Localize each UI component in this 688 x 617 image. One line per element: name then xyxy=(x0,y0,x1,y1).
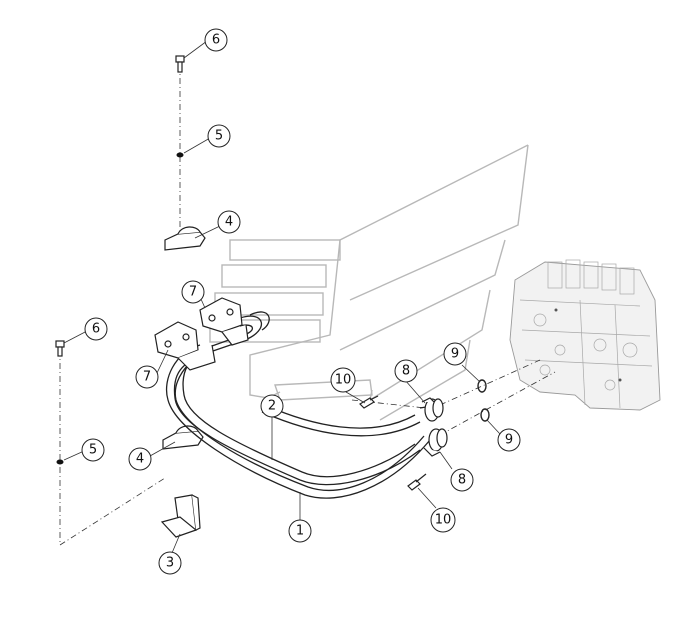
screw-lower xyxy=(407,473,427,491)
flange-lower xyxy=(154,321,216,371)
callout-label: 7 xyxy=(143,370,151,385)
bracket xyxy=(160,494,201,538)
callout-label: 6 xyxy=(92,322,100,337)
callout-label: 6 xyxy=(212,33,220,48)
hose-fitting-lower xyxy=(423,428,448,457)
callout-label: 10 xyxy=(435,513,452,528)
callout-9-upper: 9 xyxy=(443,342,467,366)
callout-8-upper: 8 xyxy=(394,359,418,383)
control-valve-block xyxy=(509,259,661,411)
o-ring-upper xyxy=(477,379,487,393)
flange-upper xyxy=(199,297,249,346)
o-ring-lower xyxy=(480,408,490,422)
callout-label: 4 xyxy=(225,215,233,230)
callout-5-top: 5 xyxy=(207,124,231,148)
callout-label: 9 xyxy=(451,347,459,362)
washer-left xyxy=(56,459,64,465)
callout-label: 5 xyxy=(215,129,223,144)
bolt-top xyxy=(175,55,185,73)
washer-top xyxy=(176,152,184,158)
leader-lines xyxy=(63,40,501,554)
callout-label: 7 xyxy=(189,285,197,300)
callout-7-lower: 7 xyxy=(135,365,159,389)
callout-5-left: 5 xyxy=(81,438,105,462)
callout-10-lower: 10 xyxy=(430,507,456,533)
assembly-lines xyxy=(59,65,556,546)
callout-label: 8 xyxy=(458,473,466,488)
clamp-bottom xyxy=(162,425,204,450)
hose-fitting-upper xyxy=(421,397,444,422)
bolt-left xyxy=(55,340,65,357)
callout-label: 1 xyxy=(296,524,304,539)
callout-4-bottom: 4 xyxy=(128,447,152,471)
callout-label: 9 xyxy=(505,433,513,448)
background-logo xyxy=(209,144,529,421)
callout-6-top: 6 xyxy=(204,28,228,52)
callout-label: 8 xyxy=(402,364,410,379)
callout-label: 10 xyxy=(335,373,352,388)
callout-3: 3 xyxy=(158,551,182,575)
callout-label: 2 xyxy=(268,399,276,414)
callout-10-upper: 10 xyxy=(330,367,356,393)
callout-label: 5 xyxy=(89,443,97,458)
callout-label: 3 xyxy=(166,556,174,571)
callout-label: 4 xyxy=(136,452,144,467)
callout-7-upper: 7 xyxy=(181,280,205,304)
callout-8-lower: 8 xyxy=(450,468,474,492)
callout-2: 2 xyxy=(260,394,284,418)
callout-9-lower: 9 xyxy=(497,428,521,452)
callout-4-top: 4 xyxy=(217,210,241,234)
callout-6-left: 6 xyxy=(84,317,108,341)
screw-upper xyxy=(359,395,379,409)
clamp-top xyxy=(164,226,206,251)
callout-1: 1 xyxy=(288,519,312,543)
pipe-assembly xyxy=(166,311,439,499)
